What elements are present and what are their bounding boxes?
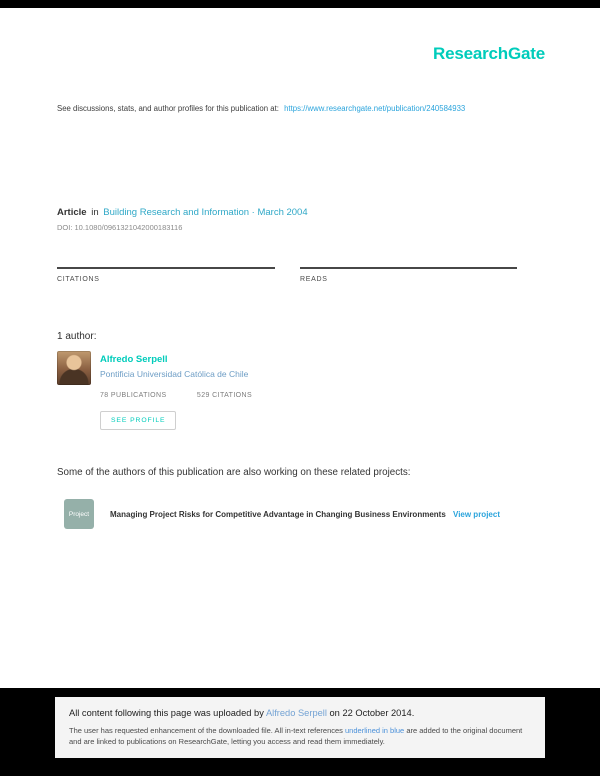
article-in-label: in: [91, 207, 99, 218]
publication-link-line: See discussions, stats, and author profi…: [57, 104, 465, 113]
upload-note-prefix: All content following this page was uplo…: [69, 708, 264, 718]
enhancement-note-suffix: are added to the original document and a…: [69, 726, 523, 747]
author-stats-line: 78 PUBLICATIONS 529 CITATIONS: [100, 392, 252, 399]
view-project-link[interactable]: View project: [453, 510, 500, 519]
related-projects-heading: Some of the authors of this publication …: [57, 467, 411, 478]
citations-divider: [57, 267, 275, 269]
author-avatar-photo: [57, 351, 91, 385]
project-icon: Project: [64, 499, 94, 529]
authors-count-heading: 1 author:: [57, 331, 97, 342]
doi-text: DOI: 10.1080/0961321042000183116: [57, 223, 183, 232]
article-type-label: Article: [57, 207, 87, 218]
reads-divider: [300, 267, 517, 269]
project-row: Managing Project Risks for Competitive A…: [110, 510, 500, 519]
uploader-name-link[interactable]: Alfredo Serpell: [265, 708, 327, 718]
upload-note-line1: All content following this page was uplo…: [69, 708, 531, 718]
upload-note-box: All content following this page was uplo…: [55, 697, 545, 758]
underlined-in-blue-text: underlined in blue: [345, 726, 405, 735]
upload-note-suffix: on 22 October 2014.: [329, 708, 415, 718]
researchgate-logo[interactable]: ResearchGate: [433, 44, 545, 63]
citations-label: CITATIONS: [57, 276, 100, 283]
project-title: Managing Project Risks for Competitive A…: [110, 510, 446, 519]
journal-link[interactable]: Building Research and Information · Marc…: [103, 207, 308, 218]
author-citations-count: 529 CITATIONS: [196, 392, 253, 399]
see-discussions-text: See discussions, stats, and author profi…: [57, 104, 279, 113]
author-publications-count: 78 PUBLICATIONS: [100, 392, 167, 399]
enhancement-note-prefix: The user has requested enhancement of th…: [69, 726, 343, 735]
author-affiliation: Pontificia Universidad Católica de Chile: [100, 369, 249, 379]
reads-label: READS: [300, 276, 328, 283]
see-profile-button[interactable]: SEE PROFILE: [100, 411, 177, 430]
upload-note-line2: The user has requested enhancement of th…: [69, 725, 531, 748]
publication-cover-page: ResearchGate See discussions, stats, and…: [0, 8, 600, 688]
author-name-link[interactable]: Alfredo Serpell: [100, 354, 168, 365]
article-meta-line: Article in Building Research and Informa…: [57, 207, 308, 218]
publication-url-link[interactable]: https://www.researchgate.net/publication…: [284, 104, 466, 113]
